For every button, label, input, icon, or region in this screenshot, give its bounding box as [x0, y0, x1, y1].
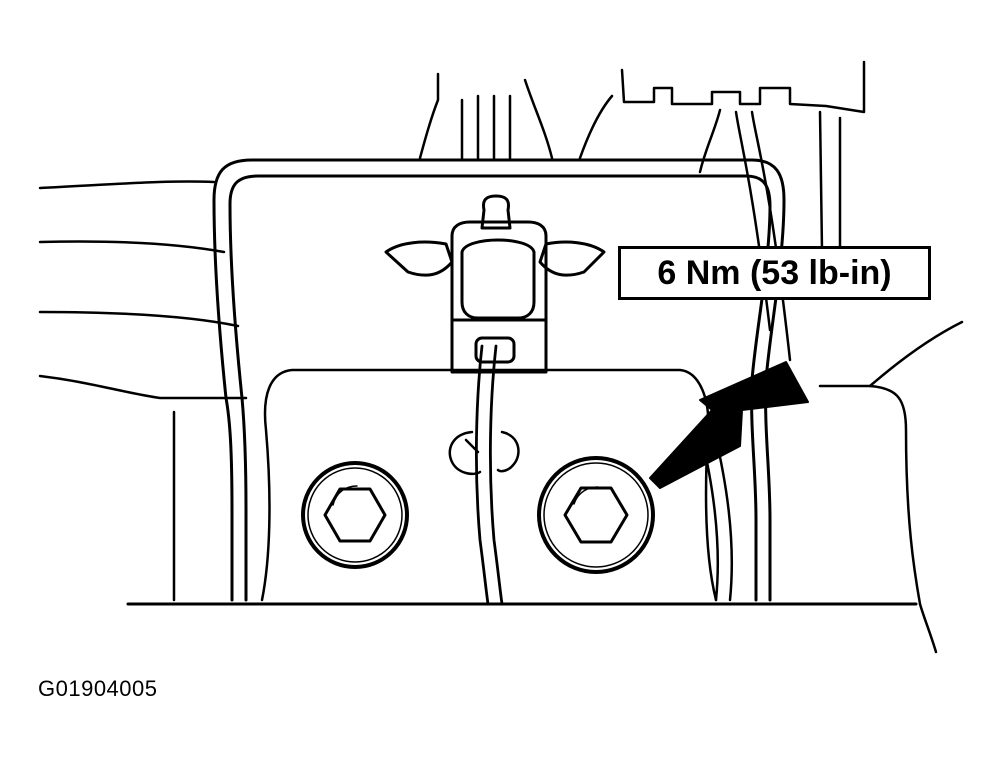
- figure-id: G01904005: [38, 676, 158, 701]
- wire-clip: [448, 430, 520, 476]
- background-lines-left: [38, 180, 248, 602]
- bracket-plate: [212, 158, 786, 602]
- bolt-left: [301, 461, 409, 569]
- connector: [384, 194, 606, 374]
- bolt-right: [537, 456, 655, 574]
- inner-panel: [260, 368, 718, 602]
- callout-arrow: [649, 361, 809, 489]
- upper-housing: [418, 60, 866, 362]
- torque-spec-label: 6 Nm (53 lb-in): [618, 246, 931, 300]
- sensor-wire: [474, 344, 504, 606]
